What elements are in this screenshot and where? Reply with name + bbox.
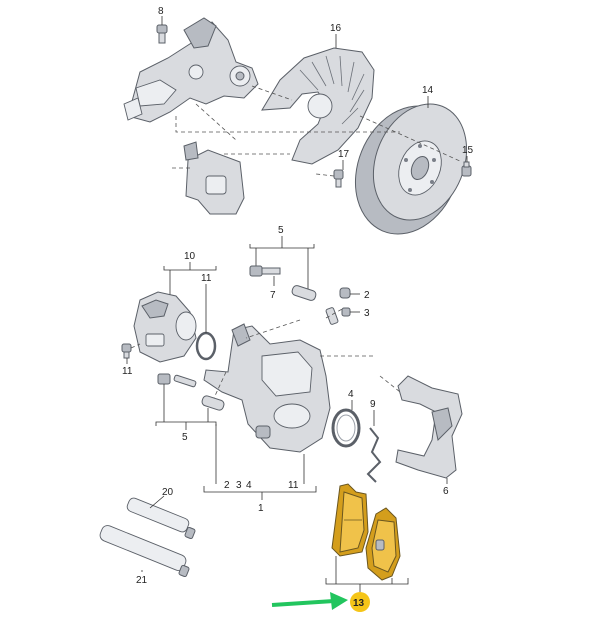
callout-2-group: 2 — [224, 480, 230, 491]
bolt-8[interactable] — [156, 24, 168, 44]
callout-16: 16 — [330, 23, 342, 34]
bolt-7[interactable] — [249, 265, 281, 277]
callout-9: 9 — [370, 399, 376, 410]
brake-pad-right[interactable] — [365, 507, 401, 581]
callout-10: 10 — [184, 251, 196, 262]
callout-5-top: 5 — [278, 225, 284, 236]
retaining-spring[interactable] — [366, 427, 382, 483]
callout-20: 20 — [162, 487, 174, 498]
callout-2: 2 — [364, 290, 370, 301]
callout-4: 4 — [348, 389, 354, 400]
callout-3-group: 3 — [236, 480, 242, 491]
guide-bolt-left[interactable] — [157, 373, 197, 388]
callout-7: 7 — [270, 290, 276, 301]
callout-11-top: 11 — [201, 273, 212, 284]
bolt-17[interactable] — [333, 169, 344, 188]
grease-tube-21[interactable] — [98, 524, 190, 578]
callout-11-left: 11 — [122, 366, 133, 377]
callout-3: 3 — [364, 308, 370, 319]
callout-21: 21 — [136, 575, 148, 586]
guide-pin[interactable] — [291, 285, 317, 302]
parking-brake-motor[interactable] — [133, 291, 197, 363]
callout-15: 15 — [462, 145, 474, 156]
screw-11[interactable] — [121, 343, 132, 359]
screw-15[interactable] — [461, 161, 472, 177]
callout-6: 6 — [443, 486, 449, 497]
callout-8: 8 — [158, 6, 164, 17]
guide-pin-left[interactable] — [201, 395, 225, 411]
o-ring[interactable] — [195, 331, 217, 361]
callout-14: 14 — [422, 85, 434, 96]
caliper-assembly-top[interactable] — [183, 141, 245, 215]
callout-1: 1 — [258, 503, 264, 514]
brake-disc[interactable] — [337, 90, 483, 250]
splash-shield[interactable] — [261, 47, 375, 165]
caliper-carrier[interactable] — [395, 375, 463, 479]
callout-4-group: 4 — [246, 480, 252, 491]
callout-13: 13 — [353, 598, 365, 609]
green-arrow-icon — [271, 592, 348, 610]
highlighted-callout-13[interactable]: 13 — [350, 592, 370, 612]
brake-caliper[interactable] — [203, 323, 331, 453]
dust-cap-2[interactable] — [339, 287, 351, 299]
callout-11-group: 11 — [288, 480, 299, 491]
piston-seal[interactable] — [331, 408, 361, 448]
callout-17: 17 — [338, 149, 350, 160]
wheel-bearing-housing[interactable] — [123, 17, 259, 123]
brake-pad-left[interactable] — [331, 483, 369, 557]
grease-tube-20[interactable] — [126, 497, 196, 540]
callout-5-bottom: 5 — [182, 432, 188, 443]
